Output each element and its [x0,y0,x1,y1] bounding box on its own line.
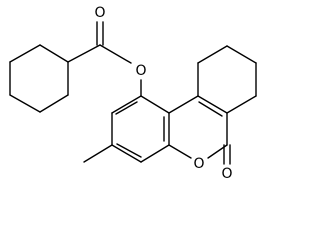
carbonyl-to-oxygen-bond [99,44,132,64]
aromatic-inner-bond [116,143,142,158]
ester-carbonyl-oxygen-label: O [94,5,105,21]
cyclohexene-bond [197,45,228,64]
lactone-inner-bond [198,101,223,117]
methyl-bond [83,144,113,163]
cyclohexane-bond [9,44,41,63]
aromatic-bond [111,95,142,114]
lactone-bond [168,144,192,159]
lactone-bond [197,95,228,114]
atom-labels: O O O O [94,5,232,182]
chemical-structure-diagram: O O O O [9,5,257,182]
bonds [9,21,257,165]
ring-to-carbonyl-bond [67,44,101,63]
lactone-carbonyl-oxygen-label: O [221,166,232,182]
cyclohexane-bond [39,44,69,63]
aromatic-bond [140,95,170,114]
aromatic-inner-bond [115,101,138,115]
cyclohexene-bond [226,45,257,64]
cyclohexane-bond [39,94,69,113]
ring-oxygen-label: O [193,156,204,172]
cyclohexene-bond [226,95,257,114]
aromatic-bond [140,144,170,163]
aromatic-bond [111,144,142,163]
ester-link-oxygen-label: O [135,63,146,79]
cyclohexane-bond [9,94,41,113]
lactone-bond [168,95,199,114]
